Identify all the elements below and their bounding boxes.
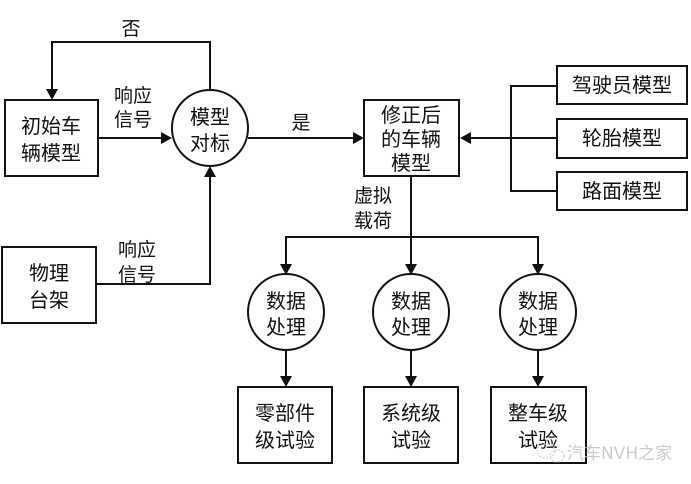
edge-no-loop (51, 41, 211, 91)
node-label: 零部件 (255, 401, 315, 425)
node-label: 数据 (518, 289, 558, 313)
arrowhead (204, 166, 216, 177)
node-system-test: 系统级 试验 (363, 386, 459, 464)
arrowhead (353, 132, 364, 144)
edge-label-virtual-load: 载荷 (354, 210, 392, 232)
node-label: 处理 (391, 315, 431, 339)
arrowhead (532, 264, 544, 275)
wechat-logo-icon (536, 443, 565, 463)
arrowhead (460, 132, 471, 144)
edge-virtual-load-branches (285, 236, 539, 266)
node-label: 数据 (266, 289, 306, 313)
edge-label-response-top: 响应 (114, 85, 152, 107)
node-label: 试验 (391, 428, 431, 452)
node-corrected-model: 修正后 的车辆 模型 (363, 99, 460, 177)
arrowhead (280, 264, 292, 275)
node-model-benchmark: 模型 对标 (171, 89, 249, 167)
node-label: 处理 (266, 315, 306, 339)
edge-label-response-bottom: 响应 (118, 239, 156, 261)
node-label: 轮胎模型 (582, 126, 662, 150)
node-data-processing-2: 数据 处理 (372, 273, 450, 351)
node-data-processing-3: 数据 处理 (499, 273, 577, 351)
node-label: 处理 (518, 315, 558, 339)
node-label: 的车辆 (381, 127, 441, 151)
node-label: 物理 (29, 261, 69, 285)
arrowhead (405, 376, 417, 387)
edge-label-response-top: 信号 (114, 109, 152, 131)
node-label: 试验 (518, 428, 558, 452)
arrowhead (46, 89, 58, 100)
node-label: 初始车 (21, 114, 81, 138)
node-road-model: 路面模型 (556, 171, 688, 211)
node-label: 修正后 (381, 103, 441, 127)
edge-rig-to-benchmark (96, 175, 211, 285)
node-label: 驾驶员模型 (572, 73, 672, 97)
node-label: 整车级 (508, 401, 568, 425)
node-label: 数据 (391, 289, 431, 313)
node-label: 模型 (391, 151, 431, 175)
arrowhead (405, 264, 417, 275)
node-data-processing-1: 数据 处理 (247, 273, 325, 351)
node-label: 路面模型 (582, 179, 662, 203)
arrowhead (161, 132, 172, 144)
arrowhead (280, 376, 292, 387)
node-label: 级试验 (255, 428, 315, 452)
node-label: 台架 (29, 288, 69, 312)
node-driver-model: 驾驶员模型 (556, 65, 688, 105)
node-component-test: 零部件 级试验 (237, 386, 333, 464)
node-label: 模型 (190, 105, 230, 129)
edge-label-virtual-load: 虚拟 (354, 185, 392, 207)
edge-label-response-bottom: 信号 (118, 264, 156, 286)
node-vehicle-test: 整车级 试验 (490, 386, 587, 464)
node-initial-model: 初始车 辆模型 (4, 99, 99, 177)
watermark-text: 汽车NVH之家 (567, 444, 672, 464)
arrowhead (532, 376, 544, 387)
node-label: 辆模型 (21, 141, 81, 165)
node-tire-model: 轮胎模型 (556, 118, 688, 159)
node-label: 系统级 (381, 401, 441, 425)
edge-label-yes: 是 (291, 112, 310, 134)
node-label: 对标 (190, 131, 230, 155)
watermark: 汽车NVH之家 (536, 443, 672, 464)
node-physical-rig: 物理 台架 (1, 246, 97, 324)
edge-label-no: 否 (121, 18, 140, 40)
